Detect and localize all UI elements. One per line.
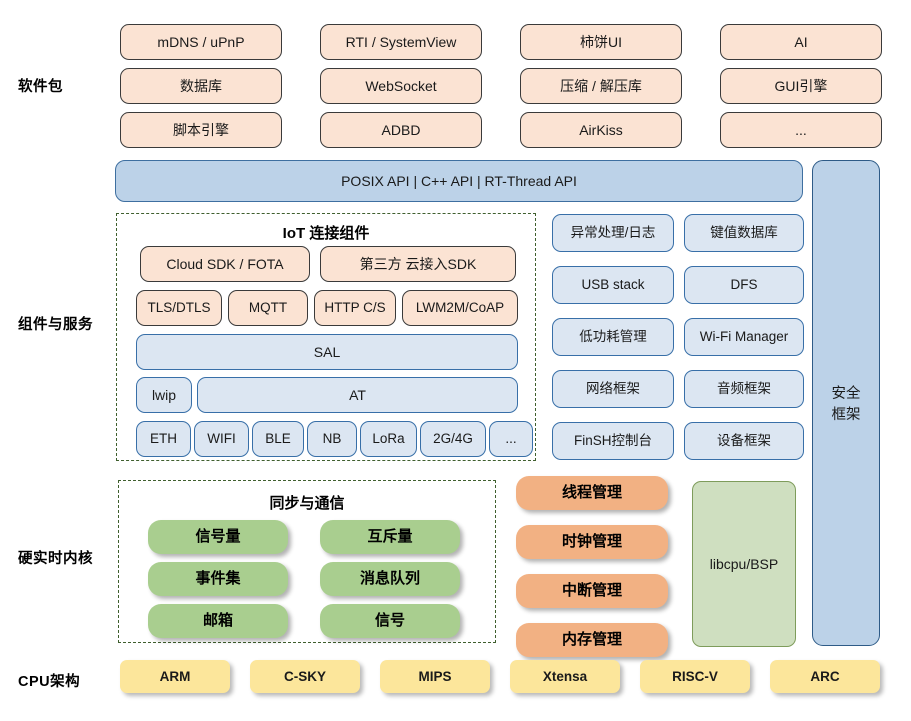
- component-box[interactable]: FinSH控制台: [552, 422, 674, 460]
- iot-components-container: [116, 213, 536, 461]
- iot-at-box[interactable]: AT: [197, 377, 518, 413]
- iot-protocol-box[interactable]: MQTT: [228, 290, 308, 326]
- component-box[interactable]: 网络框架: [552, 370, 674, 408]
- sync-comm-container: [118, 480, 496, 643]
- kernel-sync-box[interactable]: 事件集: [148, 562, 288, 596]
- cpu-arch-box[interactable]: Xtensa: [510, 660, 620, 693]
- row-label-hard-rt-kernel: 硬实时内核: [18, 551, 93, 567]
- package-box[interactable]: AI: [720, 24, 882, 60]
- iot-components-title: IoT 连接组件: [282, 225, 370, 242]
- package-box[interactable]: 压缩 / 解压库: [520, 68, 682, 104]
- cpu-arch-box[interactable]: ARC: [770, 660, 880, 693]
- row-label-software-packages: 软件包: [18, 79, 63, 95]
- package-box[interactable]: AirKiss: [520, 112, 682, 148]
- iot-link-box[interactable]: ...: [489, 421, 533, 457]
- component-box[interactable]: USB stack: [552, 266, 674, 304]
- iot-link-box[interactable]: LoRa: [360, 421, 417, 457]
- security-framework-line1: 安全: [831, 386, 861, 402]
- kernel-sync-box[interactable]: 信号量: [148, 520, 288, 554]
- kernel-sync-box[interactable]: 消息队列: [320, 562, 460, 596]
- cpu-arch-box[interactable]: C-SKY: [250, 660, 360, 693]
- kernel-management-box[interactable]: 时钟管理: [516, 525, 668, 559]
- iot-protocol-box[interactable]: TLS/DTLS: [136, 290, 222, 326]
- kernel-sync-box[interactable]: 互斥量: [320, 520, 460, 554]
- iot-cloud-box[interactable]: 第三方 云接入SDK: [320, 246, 516, 282]
- iot-link-box[interactable]: WIFI: [194, 421, 249, 457]
- iot-link-box[interactable]: ETH: [136, 421, 191, 457]
- iot-link-box[interactable]: 2G/4G: [420, 421, 486, 457]
- iot-link-box[interactable]: BLE: [252, 421, 304, 457]
- package-box[interactable]: RTI / SystemView: [320, 24, 482, 60]
- iot-lwip-box[interactable]: lwip: [136, 377, 192, 413]
- package-box[interactable]: ADBD: [320, 112, 482, 148]
- component-box[interactable]: 设备框架: [684, 422, 804, 460]
- kernel-sync-box[interactable]: 邮箱: [148, 604, 288, 638]
- api-bar[interactable]: POSIX API | C++ API | RT-Thread API: [115, 160, 803, 202]
- component-box[interactable]: 键值数据库: [684, 214, 804, 252]
- component-box[interactable]: DFS: [684, 266, 804, 304]
- kernel-management-box[interactable]: 内存管理: [516, 623, 668, 657]
- iot-cloud-box[interactable]: Cloud SDK / FOTA: [140, 246, 310, 282]
- component-box[interactable]: 异常处理/日志: [552, 214, 674, 252]
- package-box[interactable]: 柿饼UI: [520, 24, 682, 60]
- package-box[interactable]: mDNS / uPnP: [120, 24, 282, 60]
- component-box[interactable]: Wi-Fi Manager: [684, 318, 804, 356]
- kernel-management-box[interactable]: 中断管理: [516, 574, 668, 608]
- row-label-components-services: 组件与服务: [18, 317, 93, 333]
- package-box[interactable]: WebSocket: [320, 68, 482, 104]
- security-framework-box[interactable]: 安全 框架: [812, 160, 880, 646]
- package-box[interactable]: GUI引擎: [720, 68, 882, 104]
- package-box[interactable]: 数据库: [120, 68, 282, 104]
- iot-protocol-box[interactable]: HTTP C/S: [314, 290, 396, 326]
- component-box[interactable]: 低功耗管理: [552, 318, 674, 356]
- iot-sal-box[interactable]: SAL: [136, 334, 518, 370]
- iot-protocol-box[interactable]: LWM2M/CoAP: [402, 290, 518, 326]
- kernel-management-box[interactable]: 线程管理: [516, 476, 668, 510]
- package-box[interactable]: 脚本引擎: [120, 112, 282, 148]
- package-box[interactable]: ...: [720, 112, 882, 148]
- kernel-sync-box[interactable]: 信号: [320, 604, 460, 638]
- sync-comm-title: 同步与通信: [269, 495, 345, 512]
- cpu-arch-box[interactable]: RISC-V: [640, 660, 750, 693]
- iot-link-box[interactable]: NB: [307, 421, 357, 457]
- security-framework-line2: 框架: [831, 407, 861, 423]
- component-box[interactable]: 音频框架: [684, 370, 804, 408]
- libcpu-bsp-box[interactable]: libcpu/BSP: [692, 481, 796, 647]
- cpu-arch-box[interactable]: ARM: [120, 660, 230, 693]
- cpu-arch-box[interactable]: MIPS: [380, 660, 490, 693]
- row-label-cpu-arch: CPU架构: [18, 674, 81, 690]
